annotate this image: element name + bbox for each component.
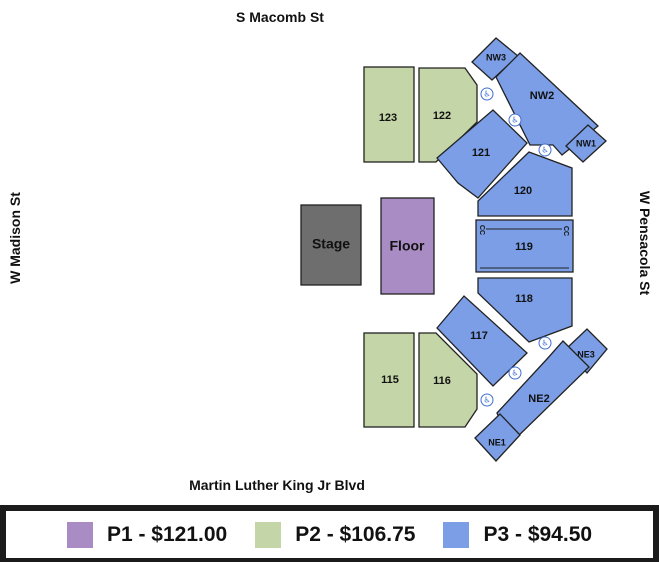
wheelchair-icon: ♿ bbox=[480, 393, 494, 407]
svg-text:♿: ♿ bbox=[541, 146, 548, 155]
section-121-label: 121 bbox=[472, 147, 490, 159]
wheelchair-icon: ♿ bbox=[538, 143, 552, 157]
svg-text:♿: ♿ bbox=[511, 369, 518, 378]
seating-map: S Macomb St Martin Luther King Jr Blvd W… bbox=[7, 9, 653, 493]
legend-label-p2: P2 - $106.75 bbox=[295, 522, 416, 546]
legend-swatch-p1 bbox=[66, 521, 93, 548]
section-115-label: 115 bbox=[381, 374, 399, 386]
svg-text:♿: ♿ bbox=[541, 339, 548, 348]
section-121[interactable] bbox=[436, 109, 528, 199]
section-122[interactable] bbox=[418, 67, 478, 163]
section-ne1[interactable] bbox=[474, 413, 521, 462]
section-123-label: 123 bbox=[379, 112, 397, 124]
legend-label-p3: P3 - $94.50 bbox=[483, 522, 593, 546]
section-116-label: 116 bbox=[433, 375, 451, 387]
svg-text:♿: ♿ bbox=[511, 116, 518, 125]
legend-swatch-p3 bbox=[443, 521, 470, 548]
section-119-label: 119 bbox=[515, 241, 533, 253]
section-123[interactable] bbox=[363, 66, 415, 163]
section-120[interactable] bbox=[477, 151, 573, 217]
section-floor-label: Floor bbox=[390, 238, 426, 254]
section-116[interactable] bbox=[418, 332, 478, 428]
section-117[interactable] bbox=[436, 295, 528, 387]
legend-item-p1: P1 - $121.00 bbox=[66, 521, 228, 548]
section-120-label: 120 bbox=[514, 185, 532, 197]
section-118-label: 118 bbox=[515, 293, 533, 305]
wheelchair-icon: ♿ bbox=[508, 366, 522, 380]
section-ne3-label: NE3 bbox=[577, 349, 595, 359]
section-118[interactable] bbox=[477, 277, 573, 343]
wheelchair-icon: ♿ bbox=[538, 336, 552, 350]
legend-item-p3: P3 - $94.50 bbox=[443, 521, 593, 548]
section-nw2-label: NW2 bbox=[530, 90, 554, 102]
section-nw3-label: NW3 bbox=[486, 52, 506, 62]
street-north: S Macomb St bbox=[236, 9, 324, 25]
price-legend-panel: P1 - $121.00 P2 - $106.75 P3 - $94.50 bbox=[6, 511, 653, 558]
svg-text:♿: ♿ bbox=[483, 396, 490, 405]
wheelchair-icon: ♿ bbox=[508, 113, 522, 127]
stage-label: Stage bbox=[312, 236, 350, 252]
svg-text:♿: ♿ bbox=[483, 90, 490, 99]
cc-right-label: CC bbox=[562, 226, 569, 236]
section-122-label: 122 bbox=[433, 110, 451, 122]
legend-swatch-p2 bbox=[255, 521, 282, 548]
section-ne1-label: NE1 bbox=[488, 437, 506, 447]
wheelchair-icon: ♿ bbox=[480, 87, 494, 101]
section-floor[interactable] bbox=[380, 197, 435, 295]
section-ne2-label: NE2 bbox=[528, 393, 549, 405]
section-117-label: 117 bbox=[470, 330, 488, 342]
street-south: Martin Luther King Jr Blvd bbox=[189, 477, 365, 493]
section-nw1[interactable] bbox=[565, 124, 607, 163]
stage bbox=[300, 204, 362, 286]
section-115[interactable] bbox=[363, 332, 415, 428]
section-nw2[interactable] bbox=[495, 52, 599, 156]
street-east: W Pensacola St bbox=[637, 191, 653, 296]
section-nw1-label: NW1 bbox=[576, 138, 596, 148]
street-west: W Madison St bbox=[7, 192, 23, 284]
legend-label-p1: P1 - $121.00 bbox=[106, 522, 228, 546]
cc-left-label: CC bbox=[478, 225, 485, 235]
price-legend: P1 - $121.00 P2 - $106.75 P3 - $94.50 bbox=[0, 505, 659, 562]
legend-item-p2: P2 - $106.75 bbox=[255, 521, 416, 548]
